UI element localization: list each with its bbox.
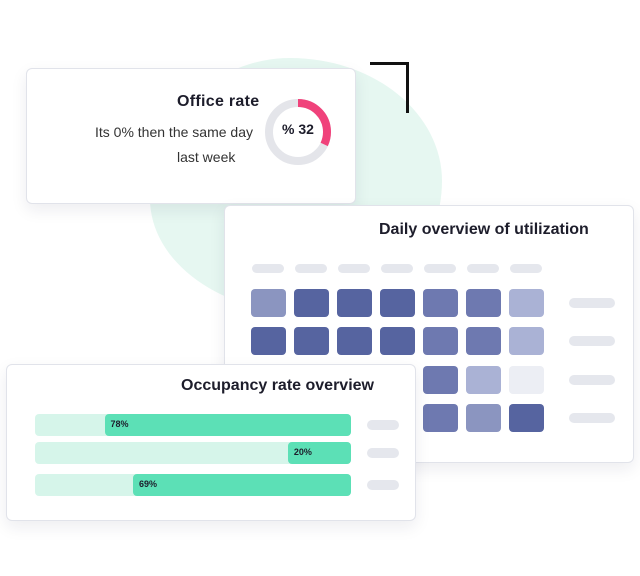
row-label-placeholder <box>569 413 615 423</box>
column-header-placeholder <box>424 264 456 273</box>
heatmap-cell <box>423 404 458 432</box>
occupancy-bar-track: 69% <box>35 474 351 496</box>
heatmap-cell <box>509 366 544 394</box>
column-header-placeholder <box>338 264 370 273</box>
column-header-placeholder <box>381 264 413 273</box>
heatmap-cell <box>251 289 286 317</box>
office-rate-title: Office rate <box>177 93 260 110</box>
heatmap-cell <box>509 289 544 317</box>
heatmap-cell <box>294 327 329 355</box>
heatmap-cell <box>337 289 372 317</box>
heatmap-cell <box>423 289 458 317</box>
decorative-bracket <box>370 62 409 113</box>
heatmap-cell <box>509 327 544 355</box>
heatmap-cell <box>466 404 501 432</box>
heatmap-cell <box>423 366 458 394</box>
heatmap-cell <box>423 327 458 355</box>
occupancy-bar-label: 78% <box>110 419 129 429</box>
heatmap-cell <box>466 289 501 317</box>
occupancy-row-placeholder <box>367 448 399 458</box>
column-header-placeholder <box>252 264 284 273</box>
donut-arc <box>265 99 331 165</box>
heatmap-cell <box>337 327 372 355</box>
heatmap-cell <box>380 289 415 317</box>
occupancy-bar-track: 20% <box>35 442 351 464</box>
heatmap-cell <box>294 289 329 317</box>
office-rate-description: Its 0% then the same day <box>95 124 253 140</box>
heatmap-cell <box>251 327 286 355</box>
occupancy-title: Occupancy rate overview <box>181 377 374 394</box>
occupancy-bar-label: 69% <box>138 479 157 489</box>
heatmap-cell <box>509 404 544 432</box>
office-rate-card: Office rate Its 0% then the same day las… <box>26 68 356 204</box>
column-header-placeholder <box>510 264 542 273</box>
heatmap-cell <box>380 327 415 355</box>
donut-percent-label: % 32 <box>282 121 314 137</box>
row-label-placeholder <box>569 336 615 346</box>
occupancy-bar-fill: 69% <box>132 474 351 496</box>
row-label-placeholder <box>569 298 615 308</box>
office-rate-description-continued: last week <box>177 149 236 165</box>
occupancy-row-placeholder <box>367 480 399 490</box>
column-header-placeholder <box>467 264 499 273</box>
occupancy-row-placeholder <box>367 420 399 430</box>
heatmap-cell <box>466 366 501 394</box>
occupancy-bar-fill: 78% <box>104 414 351 436</box>
row-label-placeholder <box>569 375 615 385</box>
utilization-title: Daily overview of utilization <box>379 221 589 238</box>
column-header-placeholder <box>295 264 327 273</box>
office-rate-donut-chart <box>265 99 331 165</box>
heatmap-cell <box>466 327 501 355</box>
occupancy-bar-track: 78% <box>35 414 351 436</box>
occupancy-bar-fill: 20% <box>287 442 351 464</box>
occupancy-card: Occupancy rate overview 78% 20% 69% <box>6 364 416 521</box>
occupancy-bar-label: 20% <box>293 447 312 457</box>
